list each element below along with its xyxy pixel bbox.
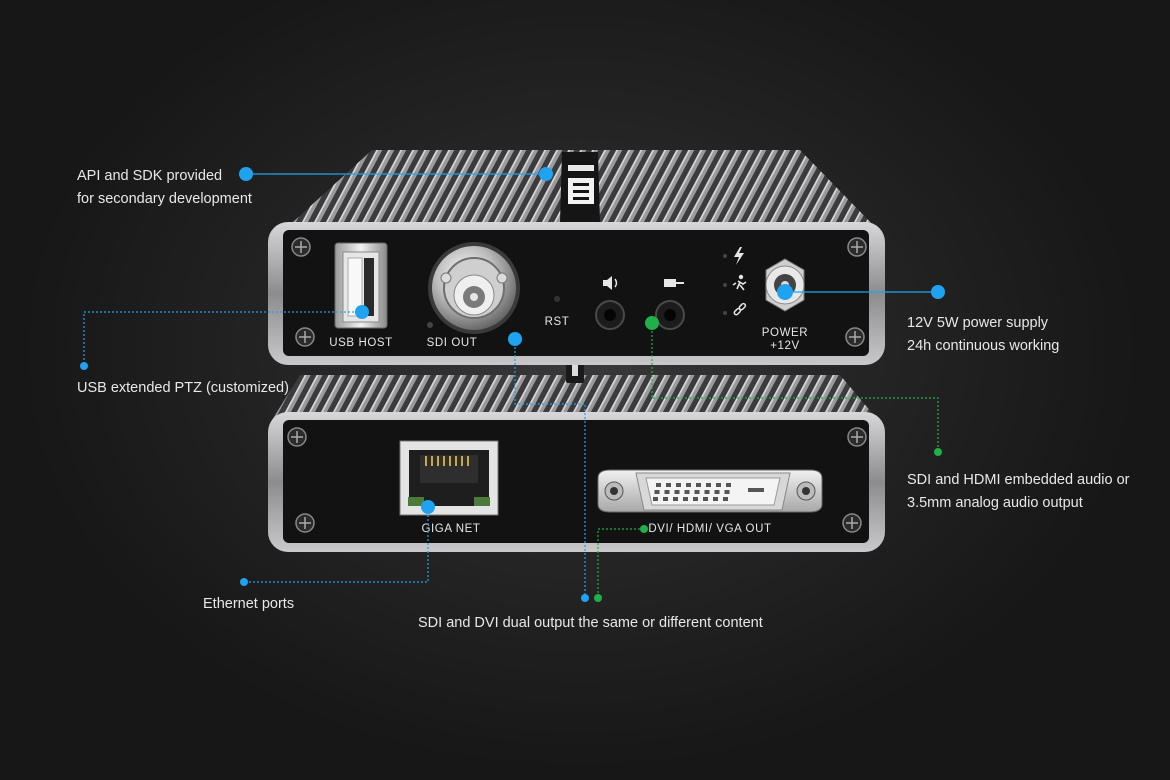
ethernet-callout-dot	[240, 578, 248, 586]
link-icon	[723, 302, 747, 316]
screw-icon	[295, 327, 315, 347]
bottom-unit-heatsink	[272, 375, 878, 420]
power-label: POWER	[762, 327, 808, 339]
sdi-bnc-connector	[428, 242, 520, 334]
audio-target-dot	[645, 316, 659, 330]
lightning-icon	[723, 247, 744, 265]
dvi-pin	[723, 497, 728, 501]
power-callout-line-2: 24h continuous working	[907, 338, 1060, 354]
api-callout-dot	[239, 167, 253, 181]
audio-jack	[655, 300, 685, 330]
ethernet-port	[399, 440, 499, 516]
sdi-dual-leader-line	[514, 339, 586, 598]
dvi-pin	[664, 490, 670, 494]
usb-target-dot	[355, 305, 369, 319]
api-target-dot	[539, 167, 553, 181]
dvi-pin	[694, 490, 700, 494]
api-callout-line-2: for secondary development	[77, 191, 252, 207]
top-unit-logo	[560, 152, 600, 222]
usb-leader-line	[83, 311, 362, 366]
dvi-pin	[714, 490, 720, 494]
bottom-unit: GIGA NET DVI/ HDMI/ VGA OUT	[268, 357, 885, 552]
dvi-pin	[676, 483, 681, 487]
audio-callout-line-1: SDI and HDMI embedded audio or	[907, 472, 1130, 488]
screw-icon	[845, 327, 865, 347]
ethernet-port-label: GIGA NET	[421, 523, 480, 535]
dvi-pin	[713, 497, 718, 501]
dvi-pin	[686, 483, 691, 487]
usb-port-label: USB HOST	[329, 337, 393, 349]
sdi-target-dot	[508, 332, 522, 346]
power-callout: 12V 5W power supply 24h continuous worki…	[907, 312, 1059, 358]
dual-output-callout: SDI and DVI dual output the same or diff…	[418, 612, 763, 635]
screw-icon	[295, 513, 315, 533]
audio-leader-line	[651, 323, 939, 452]
dvi-pin	[706, 483, 711, 487]
sdi-led	[427, 322, 433, 328]
ethernet-target-dot	[421, 500, 435, 514]
dvi-pin	[716, 483, 721, 487]
screw-icon	[291, 237, 311, 257]
screw-icon	[842, 513, 862, 533]
dvi-pin	[654, 490, 660, 494]
reset-button	[554, 296, 560, 302]
usb-callout-dot	[80, 362, 88, 370]
dvi-port	[597, 469, 823, 513]
audio-callout: SDI and HDMI embedded audio or 3.5mm ana…	[907, 469, 1129, 515]
screw-icon	[847, 427, 867, 447]
audio-jack	[595, 300, 625, 330]
power-target-dot	[777, 284, 793, 300]
dvi-pin	[683, 497, 688, 501]
dvi-pin	[696, 483, 701, 487]
api-sdk-callout: API and SDK provided for secondary devel…	[77, 165, 252, 211]
dvi-pin	[674, 490, 680, 494]
dvi-pin	[726, 483, 731, 487]
ethernet-callout-line-1: Ethernet ports	[203, 596, 295, 612]
dvi-port-label: DVI/ HDMI/ VGA OUT	[648, 523, 771, 535]
speaker-icon	[603, 276, 618, 290]
top-unit: USB HOST SDI OUT RST	[268, 150, 885, 365]
dvi-pin	[673, 497, 678, 501]
dvi-pin	[724, 490, 730, 494]
power-callout-line-1: 12V 5W power supply	[907, 315, 1049, 331]
headphone-plug-icon	[664, 279, 684, 287]
dvi-pin	[663, 497, 668, 501]
usb-callout: USB extended PTZ (customized)	[77, 377, 289, 400]
audio-callout-line-2: 3.5mm analog audio output	[907, 495, 1083, 511]
dual-output-callout-line-1: SDI and DVI dual output the same or diff…	[418, 615, 763, 631]
sdi-dual-callout-dot	[581, 594, 589, 602]
dvi-dual-callout-dot	[594, 594, 602, 602]
running-person-icon	[723, 274, 747, 291]
power-callout-dot	[931, 285, 945, 299]
dvi-blade	[748, 488, 764, 492]
dvi-pin	[666, 483, 671, 487]
sdi-port-label: SDI OUT	[427, 337, 478, 349]
dvi-pin	[684, 490, 690, 494]
screw-icon	[847, 237, 867, 257]
dvi-target-dot	[640, 525, 648, 533]
api-callout-line-1: API and SDK provided	[77, 168, 223, 184]
power-voltage-label: +12V	[770, 340, 800, 352]
dvi-pin	[653, 497, 658, 501]
ethernet-leader-line	[244, 507, 429, 583]
callout-lines	[80, 167, 945, 602]
dvi-pin	[656, 483, 661, 487]
dvi-pin	[693, 497, 698, 501]
dvi-dual-leader-line	[597, 528, 644, 598]
reset-label: RST	[545, 316, 570, 328]
dvi-pin	[703, 497, 708, 501]
usb-callout-line-1: USB extended PTZ (customized)	[77, 380, 289, 396]
ethernet-callout: Ethernet ports	[203, 593, 294, 616]
audio-callout-dot	[934, 448, 942, 456]
screw-icon	[287, 427, 307, 447]
dvi-pin	[704, 490, 710, 494]
